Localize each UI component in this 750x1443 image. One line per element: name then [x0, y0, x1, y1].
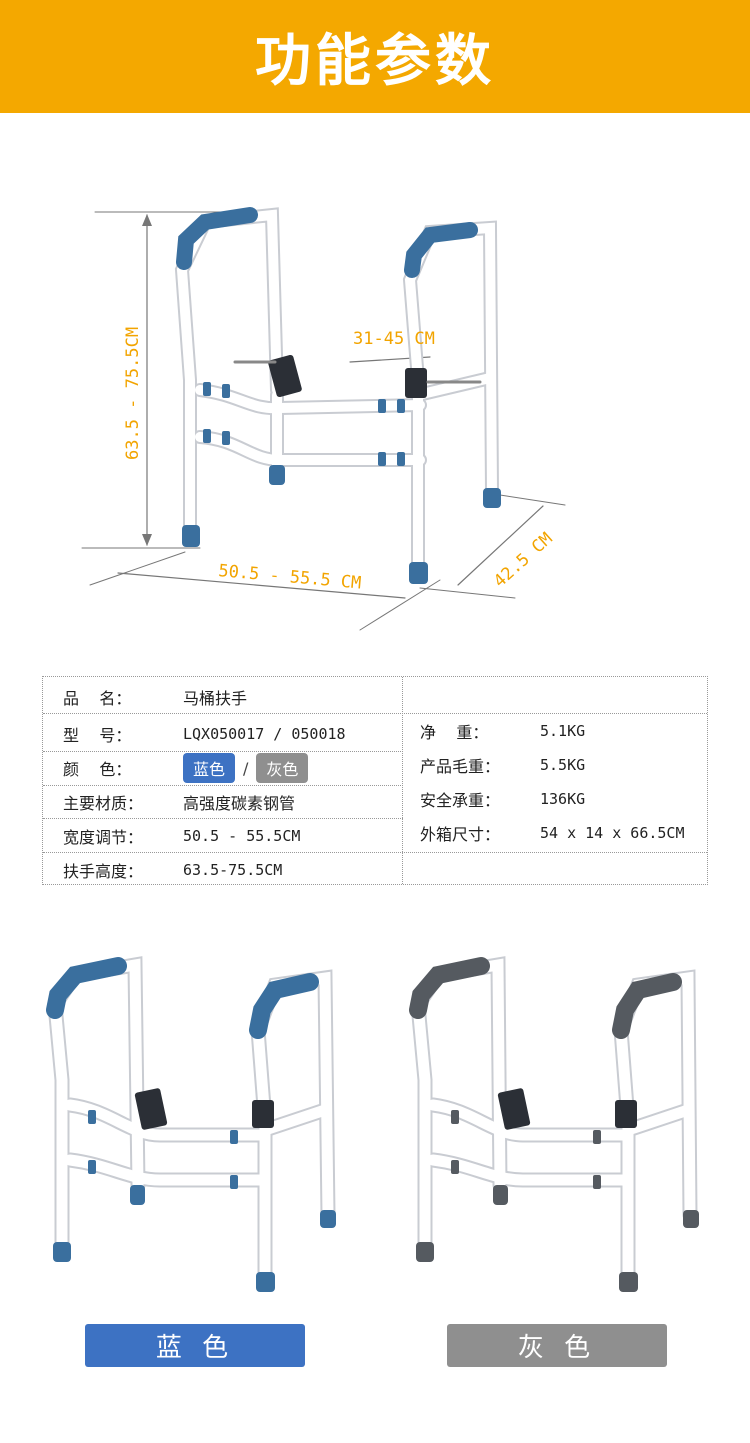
- color-option-blue: 蓝色: [183, 753, 236, 783]
- blue-variant-button[interactable]: 蓝 色: [85, 1324, 305, 1367]
- spec-value: 63.5-75.5CM: [183, 861, 283, 879]
- spec-label: 品 名：: [63, 689, 132, 708]
- spec-row-name: 品 名： 马桶扶手: [63, 680, 247, 714]
- spec-row-material: 主要材质： 高强度碳素钢管: [63, 785, 295, 819]
- spec-row-net-weight: 净 重： 5.1KG: [420, 714, 585, 748]
- depth-dimension-label: 42.5 CM: [490, 529, 557, 592]
- gray-variant-button[interactable]: 灰 色: [447, 1324, 667, 1367]
- column-divider: [402, 677, 403, 884]
- spec-row-load: 安全承重： 136KG: [420, 782, 585, 816]
- spec-value: 136KG: [540, 790, 586, 808]
- spec-label: 型 号：: [63, 726, 132, 745]
- row-divider: [43, 785, 403, 786]
- height-dimension-label: 63.5 - 75.5CM: [123, 327, 143, 460]
- spec-value: 5.5KG: [540, 756, 586, 774]
- spec-row-height: 扶手高度： 63.5-75.5CM: [63, 853, 282, 887]
- spec-value: 5.1KG: [540, 722, 586, 740]
- product-illustration: [81, 207, 566, 631]
- spec-label: 主要材质：: [63, 794, 144, 813]
- row-divider: [43, 751, 403, 752]
- row-divider: [43, 713, 707, 714]
- spec-value: 马桶扶手: [183, 689, 248, 708]
- color-separator: /: [243, 758, 249, 778]
- spec-label: 安全承重：: [420, 791, 501, 810]
- spec-value: 50.5 - 55.5CM: [183, 827, 301, 845]
- spec-row-color: 颜 色： 蓝色 / 灰色: [63, 751, 309, 785]
- spec-label: 净 重：: [420, 723, 489, 742]
- spec-label: 外箱尺寸：: [420, 825, 501, 844]
- spec-row-model: 型 号： LQX050017 / 050018: [63, 717, 346, 751]
- spec-label: 扶手高度：: [63, 862, 144, 881]
- spec-row-gross-weight: 产品毛重： 5.5KG: [420, 748, 585, 782]
- spec-label: 产品毛重：: [420, 757, 501, 776]
- blue-variant-photo: [46, 956, 336, 1292]
- width-dimension-label: 50.5 - 55.5 CM: [218, 561, 362, 593]
- page-title: 功能参数: [255, 29, 495, 94]
- spec-row-width: 宽度调节： 50.5 - 55.5CM: [63, 819, 300, 853]
- spec-value: 54 x 14 x 66.5CM: [540, 824, 685, 842]
- color-option-gray: 灰色: [256, 753, 309, 783]
- row-divider: [43, 852, 707, 853]
- variant-photos: [46, 956, 699, 1292]
- dimension-diagram: 63.5 - 75.5CM 31-45 CM 50.5 - 55.5 CM 42…: [81, 207, 566, 631]
- row-divider: [43, 818, 403, 819]
- gap-dimension-label: 31-45 CM: [353, 329, 435, 349]
- header-banner: 功能参数: [0, 0, 750, 113]
- spec-label: 颜 色：: [63, 760, 132, 779]
- spec-value: LQX050017 / 050018: [183, 725, 346, 743]
- spec-table: 品 名： 马桶扶手 型 号： LQX050017 / 050018 颜 色： 蓝…: [42, 676, 708, 885]
- spec-row-box-size: 外箱尺寸： 54 x 14 x 66.5CM: [420, 816, 685, 850]
- spec-label: 宽度调节：: [63, 828, 144, 847]
- gray-variant-photo: [409, 956, 699, 1292]
- spec-value: 高强度碳素钢管: [183, 794, 296, 813]
